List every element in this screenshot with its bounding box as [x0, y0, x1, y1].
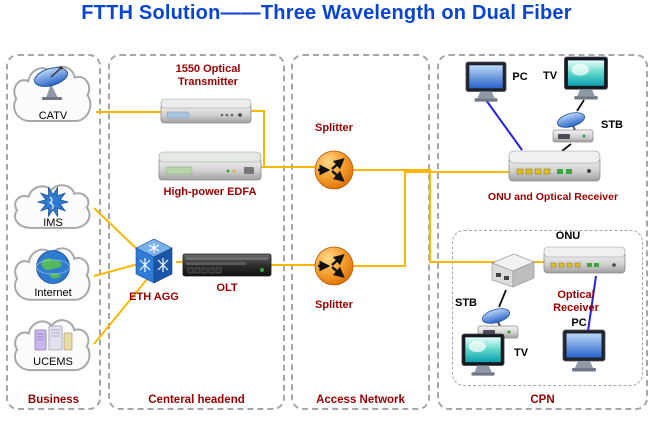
eth-agg-label: ETH AGG [129, 291, 179, 303]
internet-cloud: Internet [9, 242, 97, 312]
tv-bottom-label: TV [513, 347, 529, 359]
ims-cloud: IMS [9, 180, 97, 238]
stb-bottom-label: STB [455, 297, 477, 309]
satellite-dish-icon [30, 64, 76, 104]
edfa-device [158, 150, 262, 182]
ucems-cloud: UCEMS [9, 314, 97, 382]
optical-receiver-label: Optical Receiver [553, 289, 599, 315]
onu-top-label: ONU and Optical Receiver [487, 191, 619, 203]
ims-splash-icon [36, 185, 70, 219]
splitter-bottom-icon [314, 246, 354, 286]
splitter-top-label: Splitter [315, 122, 353, 134]
olt-label: OLT [216, 282, 238, 294]
section-box-access [291, 54, 430, 410]
diagram-title: FTTH Solution——Three Wavelength on Dual … [81, 2, 572, 24]
globe-icon [35, 249, 71, 285]
eth-agg-switch-icon [131, 236, 177, 286]
pc-bottom-icon [560, 329, 608, 373]
edfa-label: High-power EDFA [163, 186, 257, 198]
pc-top-label: PC [512, 71, 528, 83]
business-section-label: Business [27, 394, 80, 406]
optical-transmitter-device [160, 97, 252, 125]
pc-top-icon [464, 61, 508, 103]
tv-bottom-icon [460, 333, 506, 377]
headend-section-label: Centeral headend [148, 394, 245, 406]
splitter-bottom-label: Splitter [315, 299, 353, 311]
cpn-section-label: CPN [530, 394, 555, 406]
optical-receiver-device [486, 249, 539, 291]
servers-icon [31, 322, 75, 354]
catv-cloud: CATV [8, 60, 98, 134]
tv-top-icon [562, 56, 610, 101]
ims-label: IMS [43, 217, 63, 229]
onu-bottom-device [542, 242, 627, 276]
onu-bottom-label: ONU [555, 230, 581, 242]
stb-top-icon [550, 109, 596, 145]
stb-top-label: STB [601, 119, 623, 131]
access-section-label: Access Network [316, 394, 405, 406]
splitter-top-icon [314, 150, 354, 190]
pc-bottom-label: PC [571, 317, 587, 329]
catv-label: CATV [38, 110, 68, 122]
ucems-label: UCEMS [33, 356, 73, 368]
tv-top-label: TV [542, 70, 558, 82]
internet-label: Internet [34, 287, 72, 299]
olt-device [182, 252, 272, 278]
onu-optical-receiver-device [507, 145, 602, 185]
transmitter-label: 1550 Optical Transmitter [175, 63, 241, 89]
